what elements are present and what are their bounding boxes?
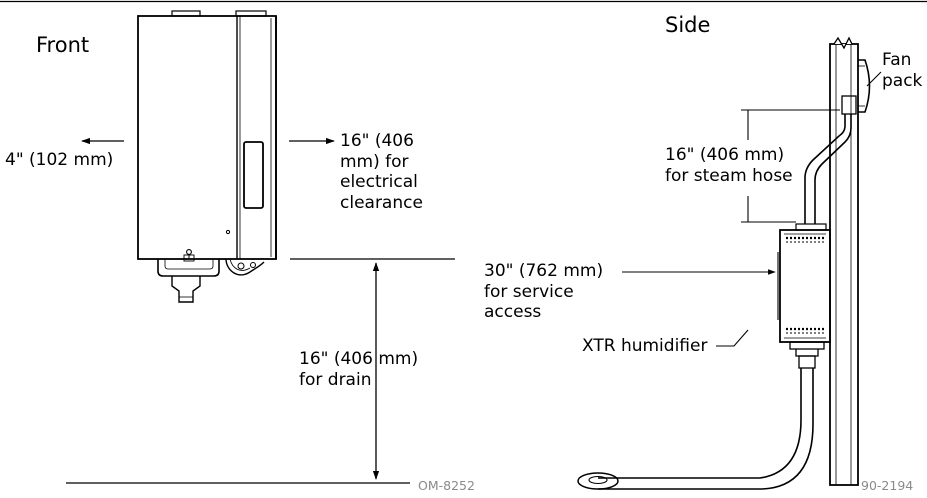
fan-pack-leader: [866, 71, 882, 87]
drain-label: 16" (406 mm) for drain: [299, 349, 419, 390]
drawing-number-left: OM-8252: [418, 478, 475, 493]
drain-hose: [577, 368, 814, 490]
side-title: Side: [665, 13, 711, 37]
side-wall: [829, 36, 859, 486]
fan-pack: [841, 59, 871, 115]
service-access-label: 30" (762 mm) for service access: [484, 261, 604, 323]
electrical-clearance-label: 16" (406 mm) for electrical clearance: [340, 131, 423, 214]
humidifier-leader: [716, 329, 749, 347]
steam-hose: [804, 114, 852, 224]
steam-hose-label: 16" (406 mm) for steam hose: [665, 145, 793, 186]
humidifier-label: XTR humidifier: [582, 336, 708, 356]
front-title: Front: [36, 33, 90, 57]
drawing-number-right: 90-2194: [861, 478, 914, 493]
side-humidifier: [777, 223, 831, 369]
fan-pack-label: Fan pack: [882, 50, 923, 91]
front-humidifier: [137, 10, 277, 303]
left-clearance-label: 4" (102 mm): [5, 150, 114, 170]
